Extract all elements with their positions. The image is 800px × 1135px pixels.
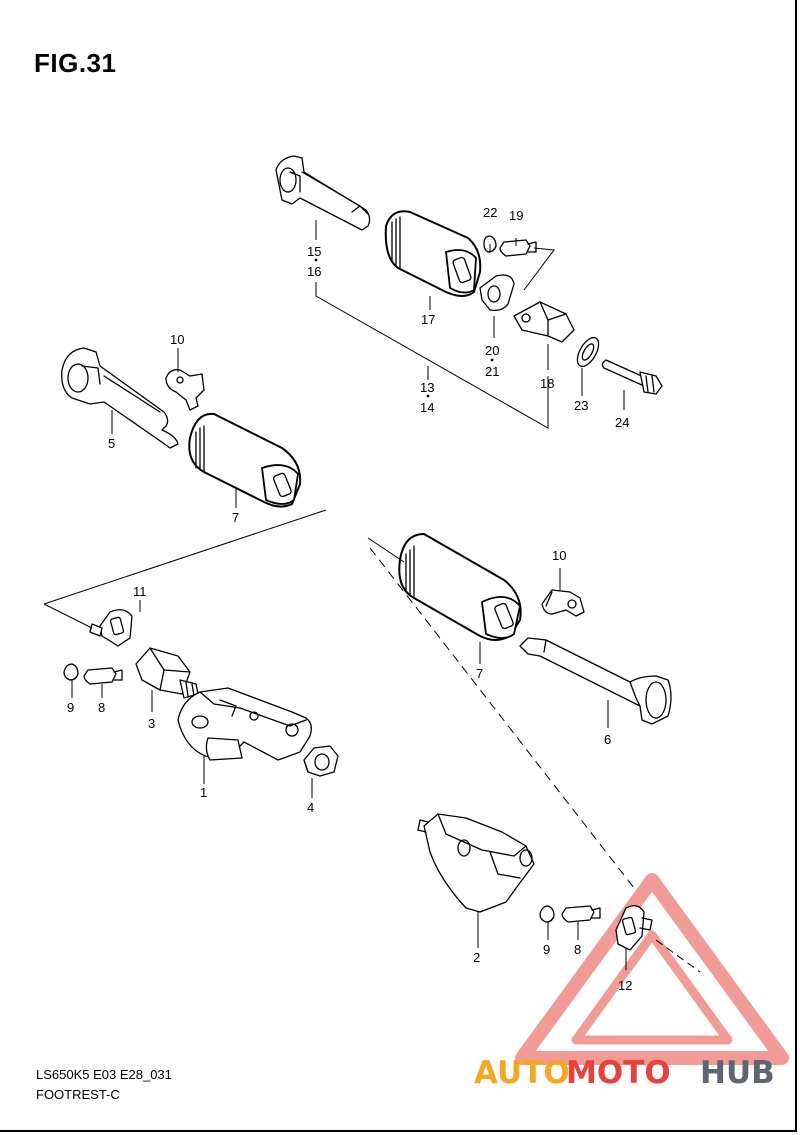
footrest-peg-6	[519, 637, 672, 725]
callout-8-left: 8	[98, 700, 105, 715]
chain-line	[369, 547, 635, 889]
nut-4	[303, 745, 339, 777]
clip-10-right	[541, 589, 585, 617]
dot-15-16	[314, 258, 318, 262]
clip-10-left	[165, 369, 205, 411]
washer-23	[576, 336, 600, 368]
callout-6: 6	[604, 732, 611, 747]
callout-7-left: 7	[232, 510, 239, 525]
callout-2: 2	[473, 950, 480, 965]
callout-15: 15	[307, 244, 321, 259]
watermark-moto: MOTO	[566, 1055, 671, 1091]
callout-8-right: 8	[574, 942, 581, 957]
plate-20-21	[479, 274, 515, 312]
figure-title: FIG.31	[34, 48, 117, 78]
callout-16: 16	[307, 264, 321, 279]
footrest-rubber-7-left	[188, 412, 302, 508]
callout-11: 11	[133, 584, 147, 599]
bracket-18	[513, 301, 575, 343]
callout-4: 4	[307, 800, 314, 815]
callout-24: 24	[615, 415, 629, 430]
callout-7-right: 7	[476, 666, 483, 681]
section-name: FOOTREST-C	[36, 1087, 120, 1102]
cap-9-left	[63, 663, 79, 681]
watermark-auto: AUTO	[474, 1055, 570, 1091]
footrest-peg-15-16	[275, 155, 371, 231]
callout-9-left: 9	[67, 700, 74, 715]
callout-23: 23	[574, 398, 588, 413]
pin-8-right	[561, 905, 601, 923]
callout-22: 22	[483, 205, 497, 220]
dot-20-21	[490, 358, 494, 362]
bracket-1	[177, 687, 312, 761]
callout-1: 1	[200, 785, 207, 800]
leader-lines	[43, 220, 701, 973]
bracket-2	[417, 813, 535, 913]
callout-21: 21	[485, 364, 499, 379]
footrest-rubber-17	[384, 210, 482, 297]
callout-3: 3	[148, 716, 155, 731]
drawing-code: LS650K5 E03 E28_031	[36, 1067, 172, 1082]
callout-19: 19	[509, 208, 523, 223]
cap-9-right	[539, 905, 555, 923]
callout-18: 18	[540, 376, 554, 391]
callout-9-right: 9	[543, 942, 550, 957]
watermark-hub: HUB	[700, 1055, 775, 1091]
watermark-logo: AUTO MOTO HUB	[474, 1055, 775, 1091]
callout-20: 20	[485, 343, 499, 358]
block-3	[135, 647, 199, 699]
pin-19	[499, 239, 537, 257]
callout-17: 17	[421, 312, 435, 327]
callout-5: 5	[108, 436, 115, 451]
bolt-24	[601, 359, 663, 395]
footrest-rubber-7-right	[398, 533, 522, 641]
cap-11	[89, 609, 133, 647]
callout-labels: 15 16 17 22 19 20 21 18 13 14 23 24 10 5…	[67, 205, 632, 993]
callout-10-right: 10	[552, 548, 566, 563]
cap-12	[615, 905, 653, 951]
callout-12: 12	[618, 978, 632, 993]
watermark-triangle	[515, 873, 789, 1065]
callout-10-left: 10	[170, 332, 184, 347]
pin-8-left	[83, 667, 123, 685]
callout-14: 14	[420, 400, 434, 415]
callout-13: 13	[420, 380, 434, 395]
footrest-peg-5	[61, 347, 179, 449]
dot-13-14	[426, 394, 430, 398]
